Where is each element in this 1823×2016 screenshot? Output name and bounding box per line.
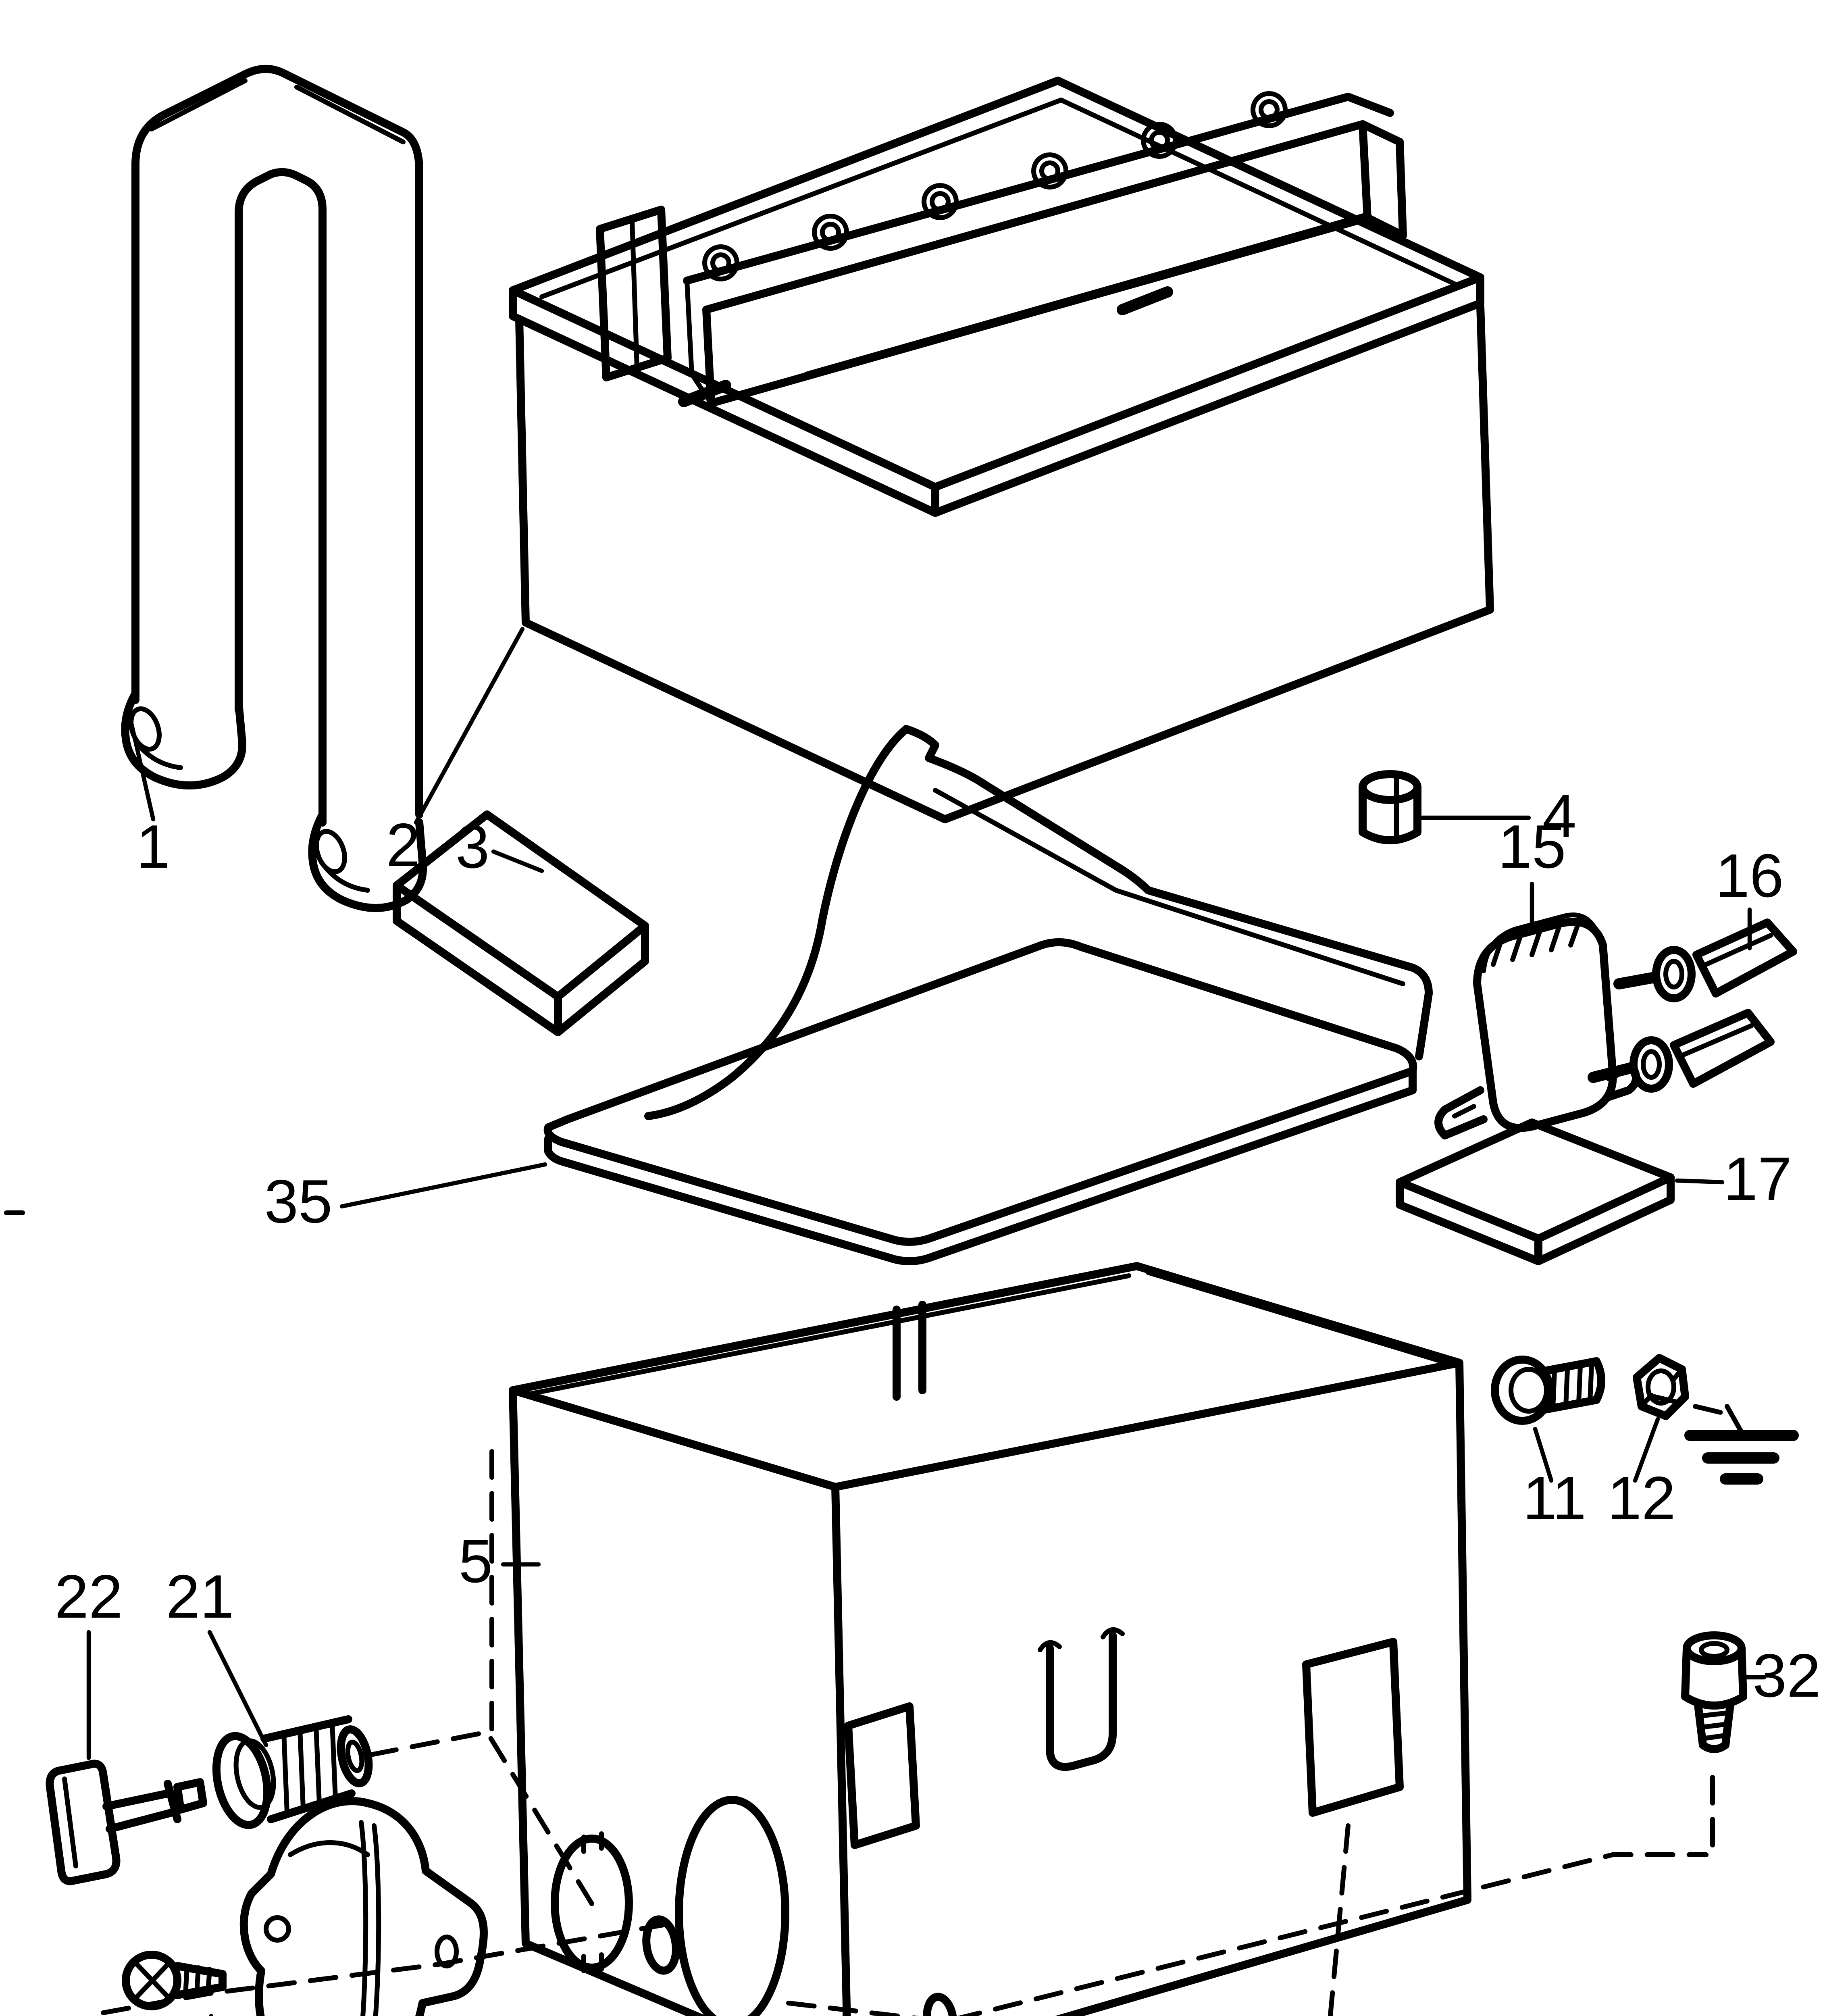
part-label-4-3: 4 [1542, 782, 1577, 850]
part-label-35-7: 35 [264, 1167, 332, 1236]
part-label-22-11: 22 [54, 1562, 123, 1631]
leader-lines [86, 627, 1767, 2016]
key [46, 1760, 207, 1885]
cap-nut [1359, 770, 1421, 844]
part-label-3-2: 3 [456, 812, 490, 881]
alignment-dashed-lines [101, 1394, 1725, 2016]
part-label-21-12: 21 [166, 1562, 234, 1631]
hold-down-frame [121, 65, 427, 912]
bolt-upper-right [1491, 1356, 1605, 1425]
part-label-1-0: 1 [136, 812, 171, 881]
part-label-2-1: 2 [386, 811, 420, 879]
screw-lower-left [122, 1951, 227, 2010]
part-label-15-4: 15 [1498, 812, 1566, 881]
part-label-12-10: 12 [1607, 1464, 1675, 1533]
part-number-labels: 123415161735511122221321123122531335868_… [54, 782, 1821, 1710]
battery-cell-caps [702, 91, 1288, 281]
ground-symbol [1684, 1404, 1799, 1485]
support-bracket [543, 725, 1433, 1265]
relay [1434, 912, 1640, 1139]
relay-pad [1396, 1118, 1675, 1265]
disconnect-switch [239, 1797, 488, 2016]
battery [509, 77, 1494, 823]
part-label-17-6: 17 [1723, 1145, 1792, 1213]
part-label-5-8: 5 [459, 1527, 493, 1595]
nut-upper-right [1633, 1354, 1689, 1420]
battery-box [509, 1262, 1471, 2016]
part-label-16-5: 16 [1715, 841, 1783, 910]
part-label-11-9: 11 [1523, 1464, 1586, 1533]
cable-terminals [1588, 918, 1797, 1093]
threaded-bushing [212, 1715, 373, 1829]
socket-head-screw [1681, 1631, 1747, 1753]
battery-pad [393, 810, 649, 1036]
part-label-32-13: 32 [1752, 1641, 1821, 1710]
